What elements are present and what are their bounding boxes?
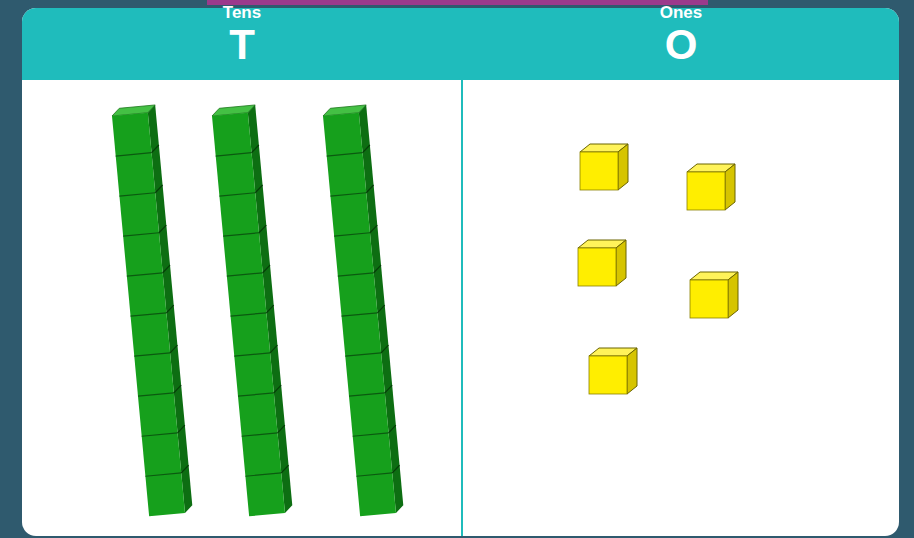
rod-segment-line (166, 305, 175, 313)
ten-rod (322, 105, 404, 516)
column-header: OnesO (463, 8, 899, 76)
rod-segment-line (134, 353, 170, 356)
rod-segment-line (384, 385, 393, 393)
rod-segment-line (353, 433, 389, 436)
rod-segment-line (388, 425, 397, 433)
rod-segment-line (366, 185, 375, 193)
ten-rod (211, 105, 293, 516)
rod-segment-line (158, 225, 167, 233)
rod-front (323, 113, 396, 517)
rod-segment-line (142, 433, 178, 436)
cube-front (687, 172, 725, 210)
rod-segment-line (380, 345, 389, 353)
rod-segment-line (231, 313, 267, 316)
rod-segment-line (119, 193, 155, 196)
cube-side (725, 164, 735, 210)
column-letter: T (229, 22, 255, 68)
rod-segment-line (338, 273, 374, 276)
rod-segment-line (151, 145, 160, 153)
rod-segment-line (258, 225, 267, 233)
rod-segment-line (127, 273, 163, 276)
rod-segment-line (334, 233, 370, 236)
rod-segment-line (245, 473, 281, 476)
rod-segment-line (369, 225, 378, 233)
rod-front (112, 113, 185, 517)
rod-segment-line (177, 425, 186, 433)
rod-segment-line (255, 185, 264, 193)
one-cube (589, 348, 637, 394)
column-header: TensT (22, 8, 462, 76)
rod-front (212, 113, 285, 517)
rod-segment-line (269, 345, 278, 353)
rod-segment-line (155, 185, 164, 193)
column-name: Ones (660, 4, 703, 22)
rod-segment-line (234, 353, 270, 356)
rod-segment-line (373, 265, 382, 273)
rod-segment-line (251, 145, 260, 153)
rod-segment-line (330, 193, 366, 196)
one-cubes (578, 144, 738, 394)
cube-side (627, 348, 637, 394)
rod-segment-line (169, 345, 178, 353)
cube-side (728, 272, 738, 318)
rod-segment-line (392, 465, 401, 473)
rod-segment-line (238, 393, 274, 396)
rod-segment-line (216, 153, 252, 156)
rod-segment-line (145, 473, 181, 476)
rod-segment-line (223, 233, 259, 236)
ten-rod (111, 105, 193, 516)
rod-segment-line (242, 433, 278, 436)
one-cube (687, 164, 735, 210)
rod-segment-line (356, 473, 392, 476)
one-cube (578, 240, 626, 286)
rod-segment-line (277, 425, 286, 433)
rod-segment-line (281, 465, 290, 473)
column-name: Tens (223, 4, 261, 22)
rod-segment-line (181, 465, 190, 473)
chart-panel (22, 8, 899, 536)
rod-segment-line (123, 233, 159, 236)
rod-segment-line (273, 385, 282, 393)
rod-segment-line (377, 305, 386, 313)
one-cube (580, 144, 628, 190)
rod-segment-line (342, 313, 378, 316)
cube-front (578, 248, 616, 286)
rod-segment-line (131, 313, 167, 316)
ten-rods (111, 105, 404, 516)
rod-segment-line (227, 273, 263, 276)
cube-front (589, 356, 627, 394)
cube-side (616, 240, 626, 286)
rod-segment-line (327, 153, 363, 156)
rod-segment-line (349, 393, 385, 396)
cube-front (690, 280, 728, 318)
cube-side (618, 144, 628, 190)
rod-segment-line (116, 153, 152, 156)
rod-segment-line (362, 145, 371, 153)
column-divider (461, 8, 463, 536)
rod-segment-line (262, 265, 271, 273)
rod-segment-line (219, 193, 255, 196)
one-cube (690, 272, 738, 318)
top-bar (207, 0, 708, 5)
rod-segment-line (173, 385, 182, 393)
rod-segment-line (266, 305, 275, 313)
rod-segment-line (162, 265, 171, 273)
rod-segment-line (138, 393, 174, 396)
column-letter: O (665, 22, 698, 68)
cube-front (580, 152, 618, 190)
rod-segment-line (345, 353, 381, 356)
